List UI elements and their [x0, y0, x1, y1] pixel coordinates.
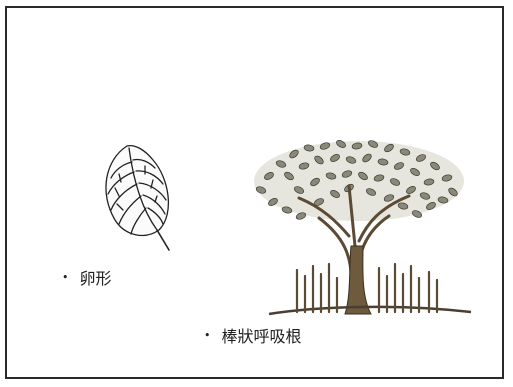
bullet-item-leaf-shape: • 卵形	[62, 265, 112, 289]
bullet-text: 棒狀呼吸根	[221, 327, 302, 346]
mangrove-tree-illustration	[254, 140, 472, 316]
bullet-marker: •	[204, 328, 211, 342]
tree-trunk	[297, 184, 411, 315]
slide-frame: • 卵形 • 棒狀呼吸根	[5, 6, 504, 379]
pneumatophores	[295, 262, 439, 314]
bullet-marker: •	[62, 270, 69, 284]
bullet-text: 卵形	[79, 269, 112, 288]
tree-canopy	[254, 140, 464, 221]
ovate-leaf-illustration	[105, 144, 170, 251]
ground-line	[268, 305, 472, 316]
bullet-item-pneumatophore: • 棒狀呼吸根	[204, 323, 302, 347]
